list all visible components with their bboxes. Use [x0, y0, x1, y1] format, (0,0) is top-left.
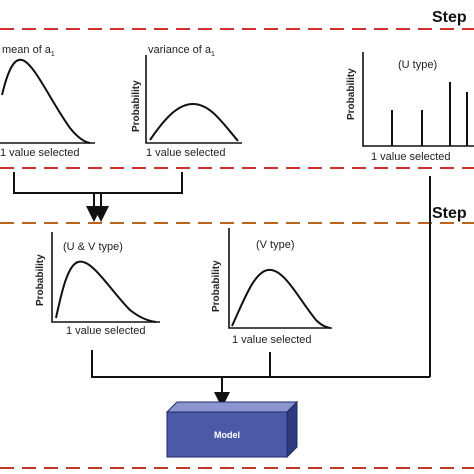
- v-type-xlabel: 1 value selected: [232, 334, 312, 346]
- model-box: Model: [165, 400, 299, 459]
- variance-xlabel: 1 value selected: [146, 147, 226, 159]
- step-1-label: Step: [432, 9, 467, 26]
- variance-axes: [145, 55, 242, 144]
- model-box-top: [165, 401, 299, 413]
- model-box-front: [166, 411, 288, 458]
- uv-type-title: (U & V type): [63, 241, 123, 253]
- uv-type-xlabel: 1 value selected: [66, 325, 146, 337]
- model-collector-line: [91, 350, 430, 378]
- uv-type-axes: [51, 232, 160, 323]
- u-type-ylabel: Probability: [346, 68, 357, 120]
- model-label: Model: [214, 430, 240, 440]
- variance-title-subscript: 1: [211, 51, 215, 58]
- mean-curve: [1, 58, 91, 144]
- step-2-label: Step: [432, 205, 467, 222]
- mean-xlabel: 1 value selected: [0, 147, 80, 159]
- variance-title-text: variance of a: [148, 44, 212, 56]
- panel-v-type: (V type) Probability 1 value selected: [211, 228, 332, 346]
- model-box-side: [286, 400, 298, 459]
- v-type-axes: [228, 228, 332, 329]
- v-type-curve: [231, 268, 331, 329]
- uv-type-curve: [55, 260, 157, 323]
- u-type-xlabel: 1 value selected: [371, 151, 451, 163]
- v-type-title: (V type): [256, 239, 295, 251]
- variance-curve: [149, 102, 239, 142]
- uv-type-ylabel: Probability: [35, 254, 46, 306]
- u-type-axes: [362, 52, 474, 147]
- panel-uv-type: (U & V type) Probability 1 value selecte…: [35, 232, 160, 337]
- mean-title-subscript: 1: [51, 51, 55, 58]
- u-type-title: (U type): [398, 59, 437, 71]
- variance-ylabel: Probability: [131, 80, 142, 132]
- v-type-ylabel: Probability: [211, 260, 222, 312]
- panel-variance: variance of a1 Probability 1 value selec…: [131, 44, 242, 159]
- variance-title: variance of a1: [148, 44, 215, 58]
- panel-u-type: (U type) Probability 1 value selected: [346, 52, 474, 163]
- panel-mean: mean of a1 1 value selected: [0, 44, 95, 159]
- connector-left-bracket: [13, 172, 183, 194]
- mean-title: mean of a1: [2, 44, 55, 58]
- mean-title-text: mean of a: [2, 44, 52, 56]
